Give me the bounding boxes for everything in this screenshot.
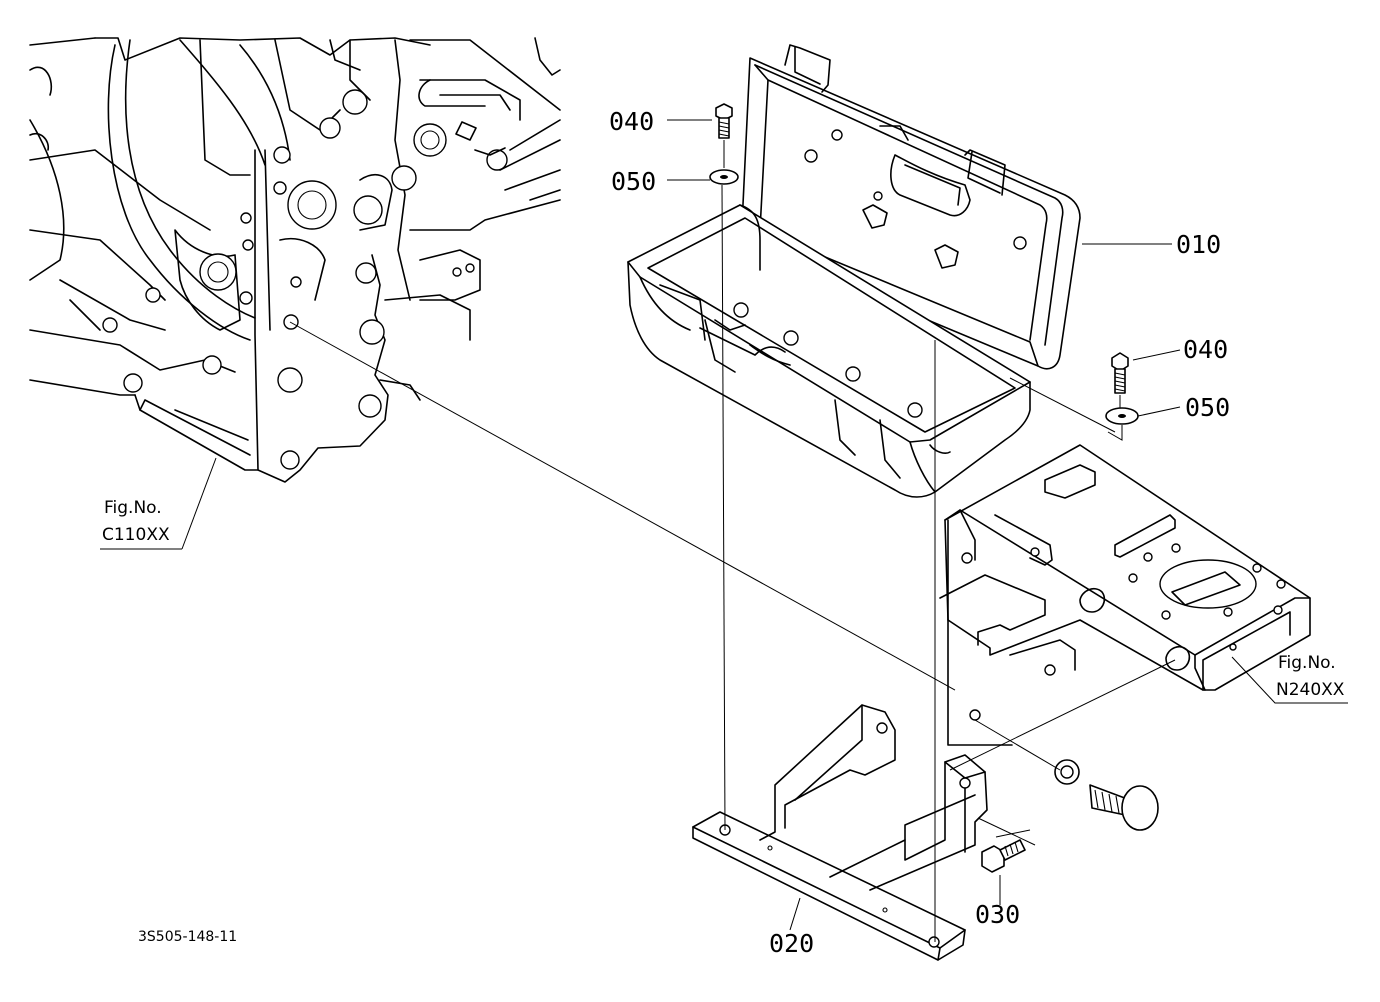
figure-reference-right: Fig.No. N240XX [1276,653,1345,700]
washer-050-lower [1105,407,1139,425]
clutch-housing-drawing [29,37,561,483]
washer-050-upper [709,169,739,185]
part-callouts: 040 050 010 040 050 030 020 [609,107,1230,958]
callout-030: 030 [975,900,1020,929]
bolt-030 [981,839,1026,873]
fig-ref-left-line2: C110XX [102,525,170,545]
fig-ref-right-line2: N240XX [1276,680,1345,700]
bolt-040-lower [1111,352,1129,394]
mounting-bracket [692,704,988,961]
callout-020: 020 [769,929,814,958]
tool-box-body [627,204,1031,498]
callout-050-upper: 050 [611,167,656,196]
callout-leaders [100,119,1348,931]
bolt-040-upper [715,103,733,139]
callout-010: 010 [1176,230,1221,259]
tool-box-lid [740,44,1081,370]
fig-ref-left-line1: Fig.No. [104,498,162,518]
callout-050-lower: 050 [1185,393,1230,422]
figure-reference-left: Fig.No. C110XX [102,498,170,545]
callout-040-upper: 040 [609,107,654,136]
alignment-lines [289,140,1176,942]
frame-drawing [939,444,1311,746]
drawing-number: 3S505-148-11 [138,929,237,945]
fig-ref-right-line1: Fig.No. [1278,653,1336,673]
callout-040-lower: 040 [1183,335,1228,364]
frame-bolt [1054,759,1159,831]
